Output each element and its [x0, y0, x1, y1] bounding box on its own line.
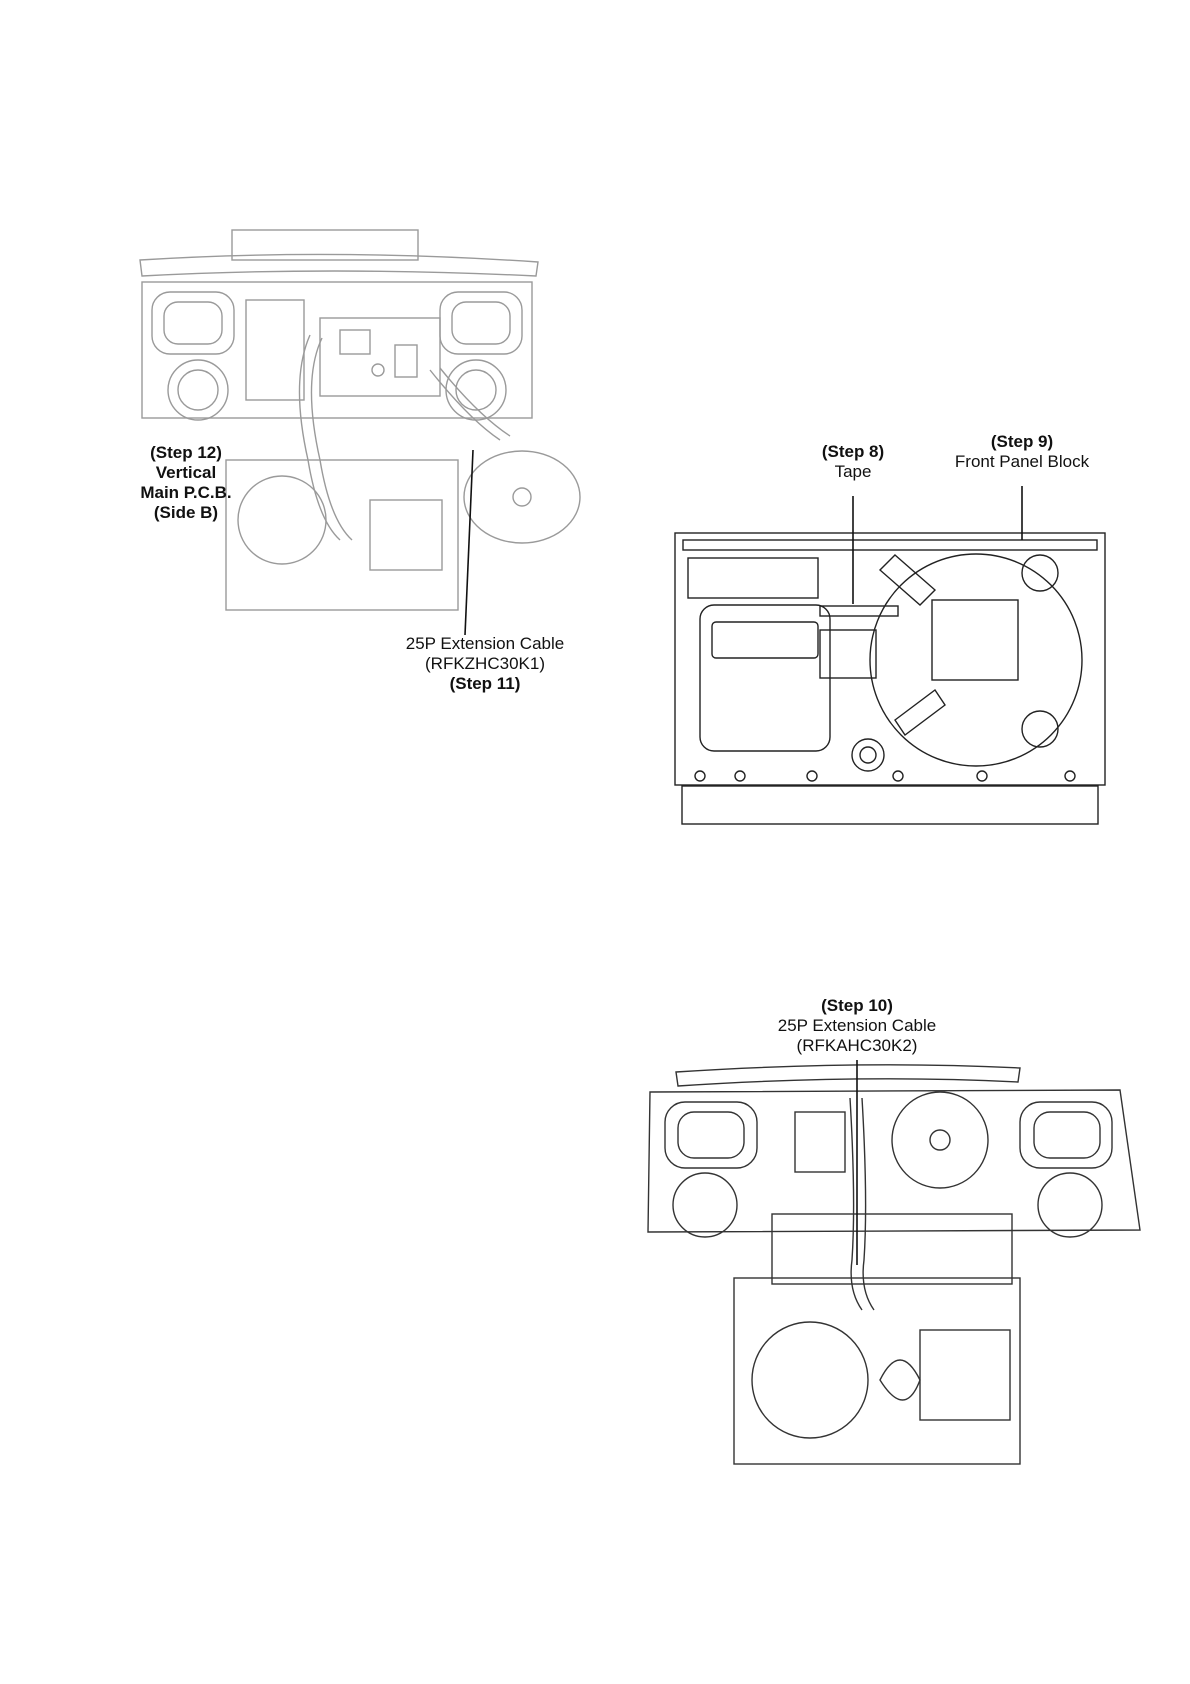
cam-part [880, 1360, 920, 1400]
bottom-front-bar [682, 786, 1098, 824]
step10-line2: (RFKAHC30K2) [757, 1036, 957, 1056]
inner-bracket [795, 1112, 845, 1172]
inner-board [246, 300, 304, 400]
pcb-capacitor [372, 364, 384, 376]
cd-platter-plate [932, 600, 1018, 680]
cd-disc [892, 1092, 988, 1188]
step9-step: (Step 9) [932, 432, 1112, 452]
step12-line1: Vertical [116, 463, 256, 483]
tape-window [712, 622, 818, 658]
right-woofer [1038, 1173, 1102, 1237]
step8-label: (Step 8) Tape [793, 442, 913, 482]
left-speaker-top-inner [164, 302, 222, 344]
cd-disc [464, 451, 580, 543]
step8-step: (Step 8) [793, 442, 913, 462]
step10-label: (Step 10) 25P Extension Cable (RFKAHC30K… [757, 996, 957, 1056]
front-panel-block-edge [683, 540, 1097, 550]
step11-step: (Step 11) [385, 674, 585, 694]
right-speaker-top-inner [452, 302, 510, 344]
step11-line2: (RFKZHC30K1) [385, 654, 585, 674]
vertical-main-pcb-figure [140, 230, 580, 610]
step8-text: Tape [793, 462, 913, 482]
left-woofer-inner [178, 370, 218, 410]
step12-line2: Main P.C.B. [116, 483, 256, 503]
vertical-main-pcb [320, 318, 440, 396]
middle-unit [772, 1214, 1012, 1284]
cd-disc-hub [930, 1130, 950, 1150]
lower-deck [226, 460, 458, 610]
tape-part [820, 606, 898, 616]
left-woofer [168, 360, 228, 420]
step12-line3: (Side B) [116, 503, 256, 523]
step11-label: 25P Extension Cable (RFKZHC30K1) (Step 1… [385, 634, 585, 694]
front-panel-strip [140, 254, 538, 276]
step9-label: (Step 9) Front Panel Block [932, 432, 1112, 472]
ribbon-cable [311, 338, 352, 540]
right-woofer-inner [456, 370, 496, 410]
right-speaker-top-inner [1034, 1112, 1100, 1158]
cd-platter [870, 554, 1082, 766]
lower-deck-board [370, 500, 442, 570]
step12-label: (Step 12) Vertical Main P.C.B. (Side B) [116, 443, 256, 523]
lower-deck-disc [752, 1322, 868, 1438]
drive-gear-hub [860, 747, 876, 763]
drive-gear [852, 739, 884, 771]
lower-deck [734, 1278, 1020, 1464]
left-woofer [673, 1173, 737, 1237]
step10-line1: 25P Extension Cable [757, 1016, 957, 1036]
platter-post [1022, 711, 1058, 747]
extension-cable-figure [648, 1065, 1140, 1464]
extension-cable-k1 [440, 368, 510, 436]
step9-text: Front Panel Block [932, 452, 1112, 472]
cd-disc-hub [513, 488, 531, 506]
tape-label-area [820, 630, 876, 678]
platter-post [1022, 555, 1058, 591]
pcb-component [340, 330, 370, 354]
lower-deck-board [920, 1330, 1010, 1420]
tape-deck [700, 605, 830, 751]
right-woofer [446, 360, 506, 420]
step10-step: (Step 10) [757, 996, 957, 1016]
pcb-component [395, 345, 417, 377]
step12-step: (Step 12) [116, 443, 256, 463]
left-speaker-top-inner [678, 1112, 744, 1158]
front-panel-figure [675, 533, 1105, 824]
platter-arm [895, 690, 945, 735]
front-panel-strip [676, 1065, 1020, 1086]
top-window [688, 558, 818, 598]
step11-line1: 25P Extension Cable [385, 634, 585, 654]
screw-row [695, 771, 1075, 781]
